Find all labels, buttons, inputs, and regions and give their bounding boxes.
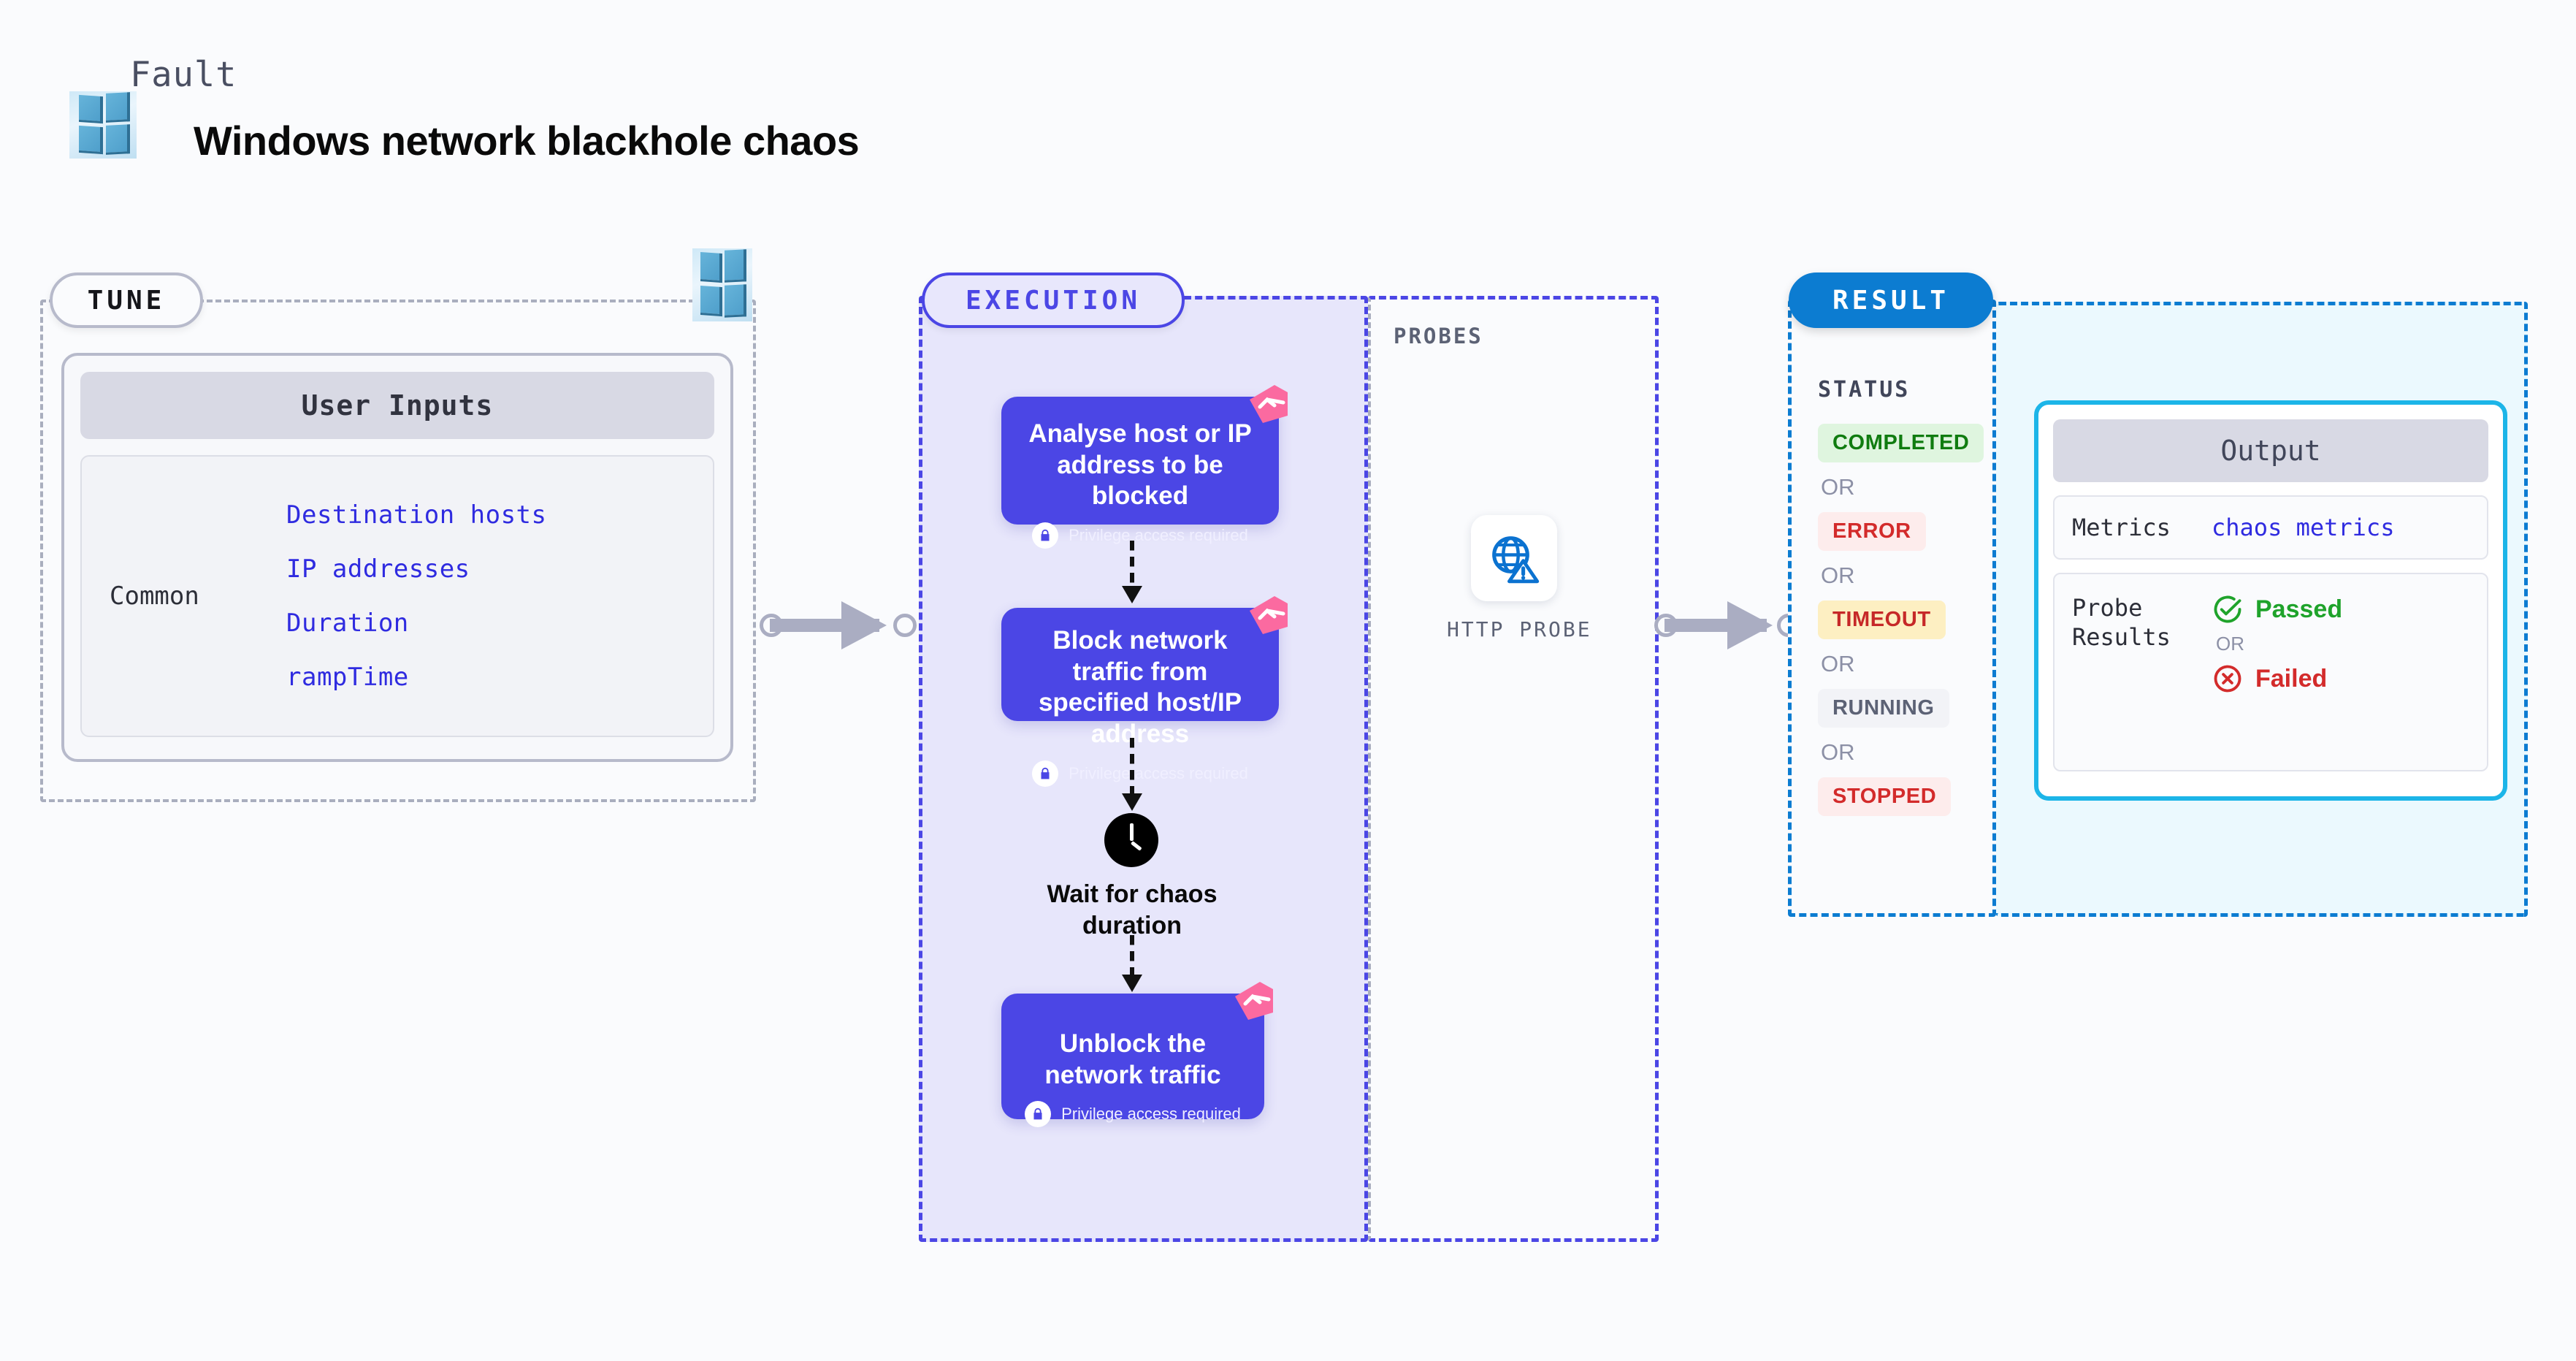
probe-result-failed: Failed xyxy=(2212,663,2342,695)
privilege-note-text: Privilege access required xyxy=(1069,763,1248,782)
status-label: STATUS xyxy=(1818,377,1911,403)
execution-step[interactable]: Unblock the network traffic Privilege ac… xyxy=(1001,982,1273,1128)
probe-failed-label: Failed xyxy=(2255,664,2328,693)
probe-or-label: OR xyxy=(2216,633,2244,655)
flow-arrow xyxy=(1122,935,1142,992)
input-param[interactable]: Destination hosts xyxy=(286,500,547,530)
connector-arrowhead xyxy=(1727,601,1773,649)
input-group-label: Common xyxy=(110,582,199,611)
connector-arrowhead xyxy=(841,601,887,649)
or-label: OR xyxy=(1821,739,1855,765)
privilege-note-text: Privilege access required xyxy=(1061,1105,1241,1124)
privilege-note: Privilege access required xyxy=(1001,522,1279,549)
windows-logo-icon xyxy=(69,91,137,159)
probe-item[interactable]: HTTP PROBE xyxy=(1447,515,1590,641)
tune-section xyxy=(40,300,756,802)
status-badge: STOPPED xyxy=(1818,777,1952,816)
output-card: Output Metrics chaos metrics Probe Resul… xyxy=(2034,400,2507,801)
check-circle-icon xyxy=(2214,595,2241,623)
execution-step-title: Block network traffic from specified hos… xyxy=(1038,626,1242,749)
result-pill: RESULT xyxy=(1789,272,1993,328)
wait-step-label: Wait for chaos duration xyxy=(1047,880,1218,939)
probe-caption: HTTP PROBE xyxy=(1447,617,1592,641)
x-circle-icon xyxy=(2214,665,2241,693)
user-inputs-header: User Inputs xyxy=(80,372,714,439)
execution-step-title: Analyse host or IP address to be blocked xyxy=(1028,419,1252,511)
probes-section-label: PROBES xyxy=(1394,324,1483,348)
harness-ribbon-icon xyxy=(1250,596,1288,634)
tune-pill: TUNE xyxy=(50,272,203,328)
output-probe-values: Passed OR Failed xyxy=(2212,593,2342,695)
probes-section xyxy=(1368,296,1659,1242)
lock-icon xyxy=(1025,1101,1052,1128)
status-badge: TIMEOUT xyxy=(1818,601,1946,639)
flow-arrow xyxy=(1122,738,1142,811)
execution-step[interactable]: Analyse host or IP address to be blocked… xyxy=(1001,385,1288,549)
output-probe-row: Probe Results Passed OR Failed xyxy=(2053,573,2488,771)
harness-ribbon-icon xyxy=(1235,982,1273,1020)
status-list: COMPLETED OR ERROR OR TIMEOUT OR RUNNING… xyxy=(1818,424,1993,816)
execution-step[interactable]: Block network traffic from specified hos… xyxy=(1001,596,1288,787)
connector-end-dot xyxy=(893,614,917,637)
page-eyebrow: Fault xyxy=(130,55,237,95)
output-metrics-value[interactable]: chaos metrics xyxy=(2212,514,2395,541)
probe-result-passed: Passed xyxy=(2212,593,2342,625)
status-badge: RUNNING xyxy=(1818,689,1949,728)
privilege-note-text: Privilege access required xyxy=(1069,526,1248,545)
windows-platform-icon xyxy=(692,248,752,321)
connector-execution-to-result xyxy=(1654,581,1800,668)
status-badge: COMPLETED xyxy=(1818,424,1984,462)
privilege-note: Privilege access required xyxy=(1001,760,1279,787)
execution-step-title: Unblock the network traffic xyxy=(1044,1029,1221,1089)
or-label: OR xyxy=(1821,563,1855,588)
output-metrics-row: Metrics chaos metrics xyxy=(2053,495,2488,560)
or-label: OR xyxy=(1821,474,1855,500)
input-param[interactable]: IP addresses xyxy=(286,554,470,584)
input-param-list: Destination hosts IP addresses Duration … xyxy=(279,500,713,692)
output-header: Output xyxy=(2053,419,2488,482)
privilege-note: Privilege access required xyxy=(1001,1101,1264,1128)
lock-icon xyxy=(1032,760,1059,787)
or-label: OR xyxy=(1821,651,1855,676)
output-metrics-key: Metrics xyxy=(2072,514,2171,541)
flow-arrow xyxy=(1122,541,1142,603)
input-param[interactable]: rampTime xyxy=(286,663,409,692)
harness-ribbon-icon xyxy=(1250,385,1288,423)
lock-icon xyxy=(1032,522,1059,549)
probe-passed-label: Passed xyxy=(2255,595,2343,623)
globe-warning-icon xyxy=(1471,515,1557,601)
input-param[interactable]: Duration xyxy=(286,609,409,638)
connector-tune-to-execution xyxy=(760,581,917,668)
page-title: Windows network blackhole chaos xyxy=(194,118,860,164)
status-badge: ERROR xyxy=(1818,512,1926,551)
user-inputs-body: Common Destination hosts IP addresses Du… xyxy=(80,455,714,737)
clock-icon xyxy=(1104,813,1158,867)
execution-pill: EXECUTION xyxy=(922,272,1185,328)
user-inputs-card: User Inputs Common Destination hosts IP … xyxy=(61,353,733,762)
output-probe-key: Probe Results xyxy=(2072,594,2171,651)
